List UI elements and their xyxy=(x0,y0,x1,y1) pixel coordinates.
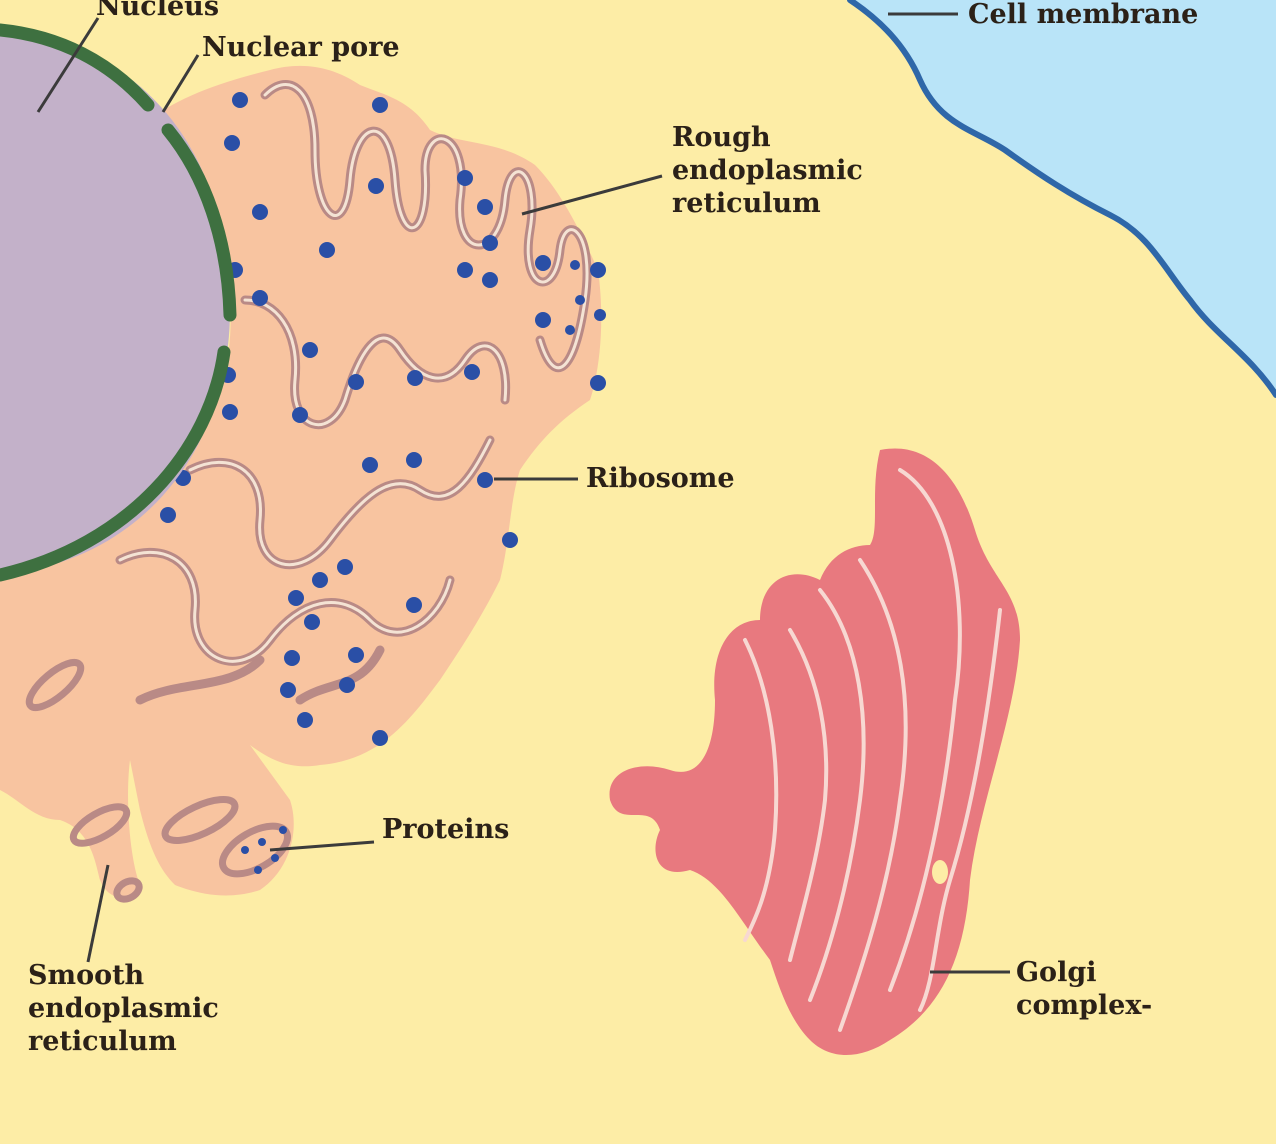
er-lumen xyxy=(118,83,589,663)
label-nucleus: Nucleus xyxy=(96,0,220,22)
label-cell-membrane: Cell membrane xyxy=(968,0,1199,30)
ribosomes xyxy=(160,92,606,746)
cell-membrane xyxy=(847,0,1276,398)
label-rough-er-line-1: Rough xyxy=(672,122,771,153)
protein-dots xyxy=(241,826,287,874)
nuclear-envelope-upper xyxy=(0,23,155,112)
label-smooth-er-line-2: endoplasmic xyxy=(28,993,219,1024)
label-golgi: Golgi complex- xyxy=(1016,956,1152,1022)
golgi-complex xyxy=(609,448,1020,1055)
nucleus xyxy=(0,23,237,582)
leader-lines xyxy=(36,12,1010,974)
er-body xyxy=(0,65,602,898)
leader-rough-er xyxy=(521,174,663,216)
golgi-hole xyxy=(932,860,948,884)
golgi-cisternae xyxy=(743,468,1002,1032)
leader-smooth-er xyxy=(86,864,110,963)
label-rough-er-line-2: endoplasmic xyxy=(672,155,863,186)
label-proteins: Proteins xyxy=(382,814,510,845)
label-smooth-er: Smooth endoplasmic reticulum xyxy=(28,959,219,1058)
leader-nuclear-pore xyxy=(161,54,200,113)
label-smooth-er-line-1: Smooth xyxy=(28,960,145,991)
label-golgi-line-2: complex- xyxy=(1016,990,1153,1021)
nucleoplasm xyxy=(0,30,230,575)
nuclear-envelope-lower xyxy=(0,345,231,582)
leader-proteins xyxy=(269,840,375,852)
label-ribosome: Ribosome xyxy=(586,463,735,494)
label-nuclear-pore: Nuclear pore xyxy=(202,32,400,63)
nuclear-envelope-middle xyxy=(161,123,237,322)
label-rough-er: Rough endoplasmic reticulum xyxy=(672,121,863,220)
leader-nucleus xyxy=(36,17,100,113)
label-golgi-line-1: Golgi xyxy=(1016,957,1097,988)
label-smooth-er-line-3: reticulum xyxy=(28,1026,177,1057)
label-rough-er-line-3: reticulum xyxy=(672,188,821,219)
extracellular-space xyxy=(850,0,1276,395)
